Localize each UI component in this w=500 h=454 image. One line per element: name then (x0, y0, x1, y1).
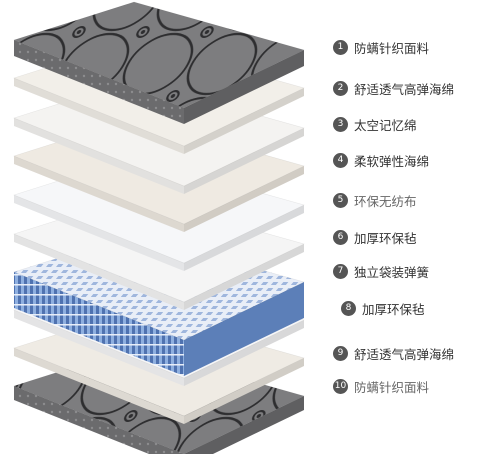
layer-name: 防螨针织面料 (354, 40, 430, 56)
layer-number-badge: 1 (333, 39, 348, 55)
layer-name: 舒适透气高弹海绵 (354, 346, 455, 362)
layer-side-edge (184, 88, 304, 154)
layer-number-badge: 7 (333, 263, 348, 279)
layer-side-edge (184, 166, 304, 232)
layer-name: 柔软弹性海绵 (354, 153, 430, 169)
layer-side-edge (184, 358, 304, 424)
layer-number-badge: 9 (333, 345, 348, 361)
layer-name: 舒适透气高弹海绵 (354, 81, 455, 97)
layer-number-badge: 6 (333, 229, 348, 245)
layer-name: 加厚环保毡 (362, 301, 425, 317)
layer-front-edge (14, 195, 184, 271)
layer-front-edge (14, 272, 184, 376)
layer-front-edge (14, 118, 184, 194)
layer-front-edge (14, 310, 184, 386)
layer-side-edge (184, 205, 304, 271)
layer-number-badge: 2 (333, 80, 348, 96)
layer-label-9: 9 舒适透气高弹海绵 (333, 344, 454, 362)
layer-name: 加厚环保毡 (354, 230, 417, 246)
layer-name: 环保无纺布 (354, 193, 417, 209)
layer-side-edge (184, 128, 304, 194)
layer-side-edge (184, 282, 304, 376)
layer-front-edge (14, 348, 184, 424)
layer-label-2: 2 舒适透气高弹海绵 (333, 79, 454, 97)
layer-label-4: 4 柔软弹性海绵 (333, 151, 429, 169)
layer-label-8: 8 加厚环保毡 (341, 299, 425, 317)
layer-name: 太空记忆绵 (354, 117, 417, 133)
layer-label-7: 7 独立袋装弹簧 (333, 262, 429, 280)
layer-top-face (13, 1, 305, 109)
layer-side-edge (184, 320, 304, 386)
layer-label-3: 3 太空记忆绵 (333, 115, 417, 133)
layer-label-5: 5 环保无纺布 (333, 191, 417, 209)
layer-side-edge (184, 244, 304, 310)
layer-name: 防螨针织面料 (354, 379, 430, 395)
layer-front-edge (14, 40, 184, 124)
layer-number-badge: 3 (333, 116, 348, 132)
layer-label-6: 6 加厚环保毡 (333, 228, 417, 246)
layer-side-edge (184, 50, 304, 124)
layer-label-1: 1 防螨针织面料 (333, 38, 429, 56)
layer-number-badge: 5 (333, 192, 348, 208)
layer-name: 独立袋装弹簧 (354, 264, 430, 280)
layer-front-edge (14, 156, 184, 232)
layer-number-badge: 8 (341, 300, 356, 316)
mattress-layer-1 (13, 1, 305, 124)
layer-front-edge (14, 78, 184, 154)
layer-number-badge: 4 (333, 152, 348, 168)
layer-label-10: 10 防螨针织面料 (333, 377, 429, 395)
layer-front-edge (14, 234, 184, 310)
layer-number-badge: 10 (333, 378, 348, 394)
